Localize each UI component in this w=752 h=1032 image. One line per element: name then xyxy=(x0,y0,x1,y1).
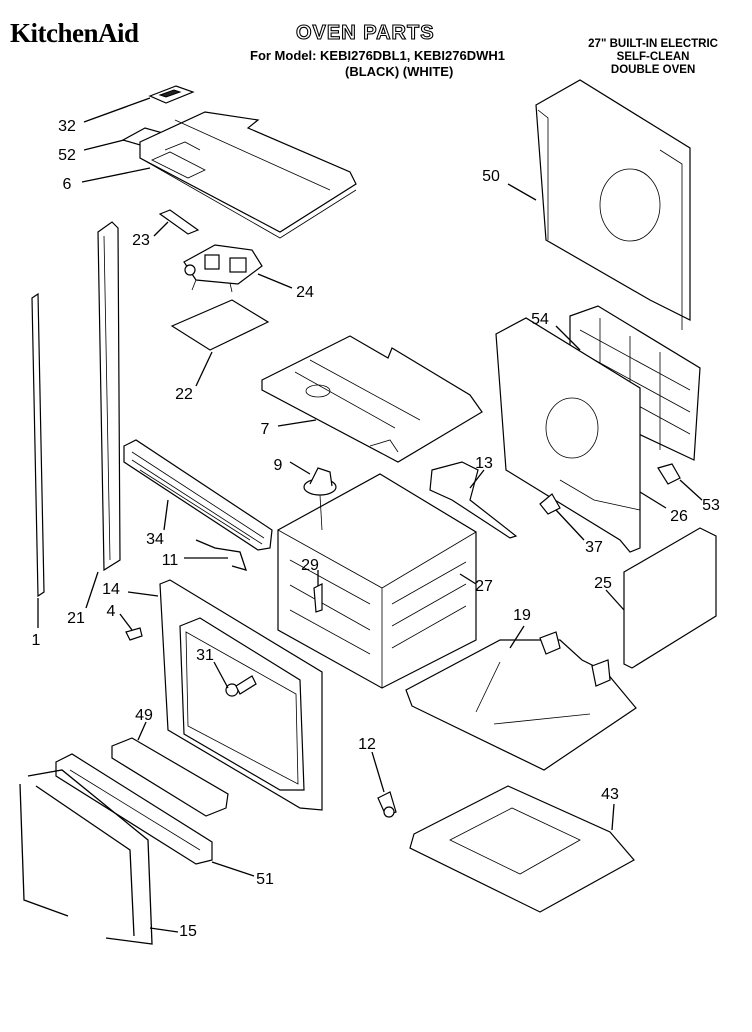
callout-label-4: 4 xyxy=(107,603,116,620)
callout-label-23: 23 xyxy=(132,232,150,249)
part-7-oven-top xyxy=(261,335,483,463)
callout-label-51: 51 xyxy=(256,871,274,888)
model-colors: (BLACK) (WHITE) xyxy=(345,64,454,79)
part-23-strip xyxy=(158,209,200,235)
callout-label-11: 11 xyxy=(162,552,179,569)
callout-label-52: 52 xyxy=(58,147,76,164)
part-25-side-panel xyxy=(623,527,717,669)
callout-label-32: 32 xyxy=(58,118,76,135)
part-19-bottom-shelf xyxy=(405,631,637,771)
callout-label-27: 27 xyxy=(475,578,493,595)
page-title: OVEN PARTS xyxy=(295,21,435,44)
part-43-bottom-tray xyxy=(409,785,635,913)
part-4-screw xyxy=(125,627,143,641)
part-32-bracket xyxy=(148,85,195,104)
callout-label-43: 43 xyxy=(601,786,619,803)
description-line: 27" BUILT-IN ELECTRIC xyxy=(588,38,718,50)
callout-label-50: 50 xyxy=(482,168,500,185)
callout-label-15: 15 xyxy=(179,923,197,940)
part-14-front-frame xyxy=(159,579,323,811)
part-26-rear-panel xyxy=(495,317,641,553)
callout-label-1: 1 xyxy=(32,632,41,649)
callout-label-24: 24 xyxy=(296,284,314,301)
part-51-vent-trim xyxy=(55,753,213,865)
callout-label-12: 12 xyxy=(358,736,376,753)
callout-label-13: 13 xyxy=(475,455,493,472)
part-53-clip xyxy=(657,463,681,485)
part-31-knob xyxy=(225,675,257,697)
callout-label-34: 34 xyxy=(146,531,164,548)
description-line: DOUBLE OVEN xyxy=(610,64,696,76)
brand-logo: KitchenAid xyxy=(10,18,139,48)
part-13-element xyxy=(429,461,518,539)
part-50-back-panel xyxy=(535,79,691,330)
callout-label-7: 7 xyxy=(261,421,270,438)
callout-label-21: 21 xyxy=(67,610,85,627)
callout-label-49: 49 xyxy=(135,707,153,724)
description-line: SELF-CLEAN xyxy=(616,51,690,63)
callout-labels: 32 52 6 23 24 22 7 9 13 34 11 29 27 14 4 21 1 31 49 12 51 15 1… xyxy=(32,118,720,940)
part-12-screw xyxy=(377,791,397,818)
callout-label-29: 29 xyxy=(301,557,319,574)
callout-label-26: 26 xyxy=(670,508,688,525)
part-9-fan xyxy=(303,467,337,531)
callout-label-53: 53 xyxy=(702,497,720,514)
part-21-side-trim xyxy=(97,221,121,572)
callout-label-54: 54 xyxy=(531,311,549,328)
callout-label-22: 22 xyxy=(175,386,193,403)
part-49-trim xyxy=(111,737,229,817)
part-15-door-gasket xyxy=(19,769,153,945)
callout-label-19: 19 xyxy=(513,607,531,624)
part-11-wiring xyxy=(195,539,248,571)
callout-label-6: 6 xyxy=(63,176,72,193)
leader-lines xyxy=(37,97,703,933)
callout-label-37: 37 xyxy=(585,539,603,556)
oven-description: 27" BUILT-IN ELECTRIC SELF-CLEAN DOUBLE … xyxy=(588,38,718,77)
callout-label-25: 25 xyxy=(594,575,612,592)
part-22-plate xyxy=(170,299,270,351)
part-6-top-panel xyxy=(139,111,357,239)
callout-label-14: 14 xyxy=(102,581,120,598)
part-27-oven-cavity xyxy=(277,473,477,689)
callout-label-31: 31 xyxy=(196,647,214,664)
part-1-side-trim xyxy=(31,292,45,598)
part-34-control-panel xyxy=(123,439,273,551)
part-24-switch-assembly xyxy=(183,244,263,293)
model-numbers: For Model: KEBI276DBL1, KEBI276DWH1 xyxy=(250,48,505,63)
part-29-sensor xyxy=(313,583,323,613)
part-37-bracket xyxy=(539,493,561,515)
callout-label-9: 9 xyxy=(274,457,283,474)
